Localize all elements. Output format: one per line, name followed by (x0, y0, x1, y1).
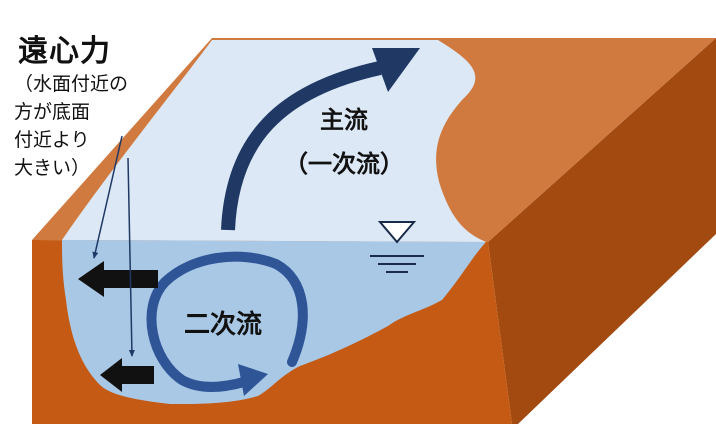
main-flow-label: 主流 （一次流） (284, 106, 404, 178)
centrifugal-force-note: （水面付近の 方が底面 付近より 大きい） (14, 73, 129, 179)
centrifugal-force-title: 遠心力 (18, 34, 111, 69)
main-flow-arrow (221, 48, 420, 231)
leader-line-bottom (127, 157, 135, 357)
secondary-flow-label: 二次流 (184, 310, 263, 340)
water-surface (62, 40, 486, 242)
secondary-flow-arrow (146, 251, 308, 396)
bank-side-face (488, 38, 716, 424)
leader-line-surface (92, 135, 123, 259)
water-level-triangle-icon (370, 221, 424, 273)
force-arrow-bottom (100, 358, 154, 392)
